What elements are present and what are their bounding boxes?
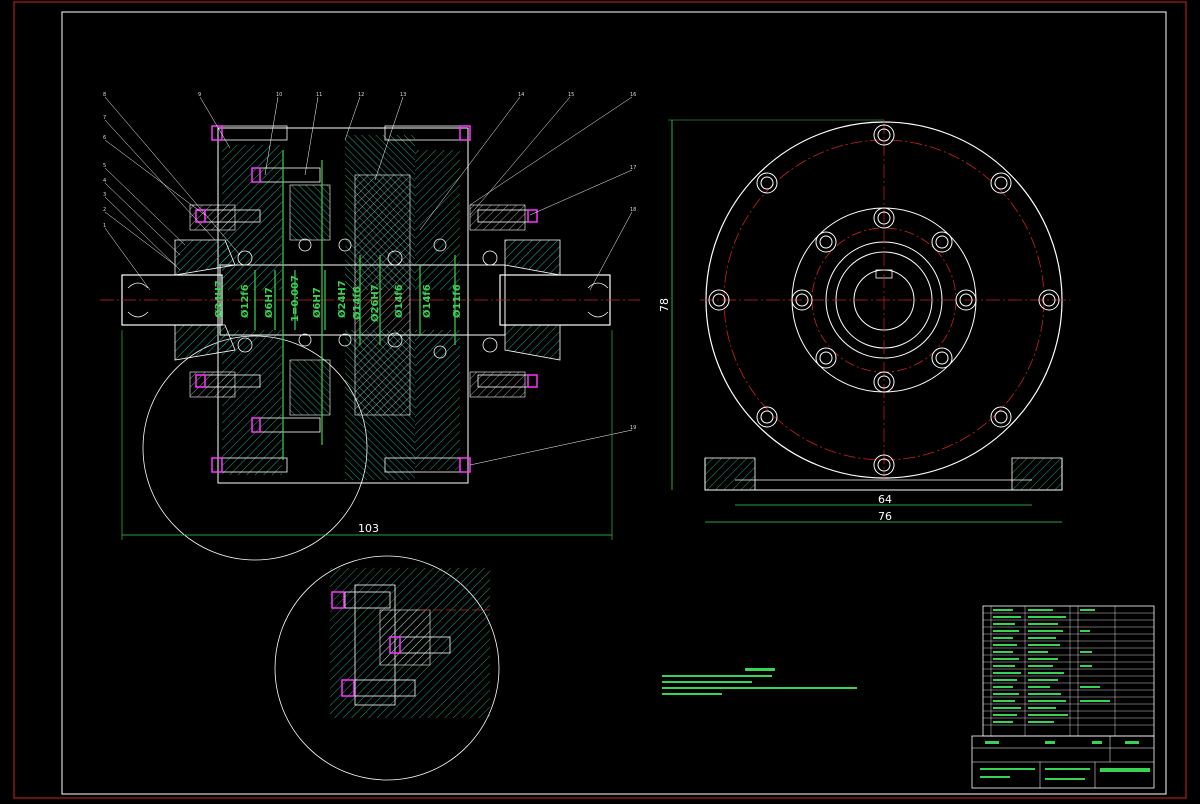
svg-text:13: 13: [400, 92, 406, 98]
svg-text:18: 18: [630, 207, 636, 213]
svg-text:17: 17: [630, 165, 636, 171]
svg-text:12: 12: [358, 92, 364, 98]
dim-height: 78: [658, 298, 671, 312]
shaft-label-1: Ø24H7: [213, 280, 225, 318]
svg-text:8: 8: [103, 92, 106, 98]
svg-text:7: 7: [103, 115, 106, 121]
svg-text:1: 1: [103, 223, 106, 229]
svg-text:11: 11: [316, 92, 322, 98]
shaft-label-2: Ø12f6: [239, 284, 251, 318]
shaft-label-11: Ø11f6: [451, 284, 463, 318]
shaft-label-9: Ø14f6: [393, 284, 405, 318]
svg-text:3: 3: [103, 192, 106, 198]
dim-overall-width: 103: [358, 522, 379, 535]
shaft-label-10: Ø14f6: [421, 284, 433, 318]
svg-text:6: 6: [103, 135, 106, 141]
outer-border: [13, 1, 1187, 799]
end-view: 78 64 76: [658, 119, 1070, 523]
dim-base-outer: 76: [878, 510, 892, 523]
inner-border: [61, 11, 1167, 795]
technical-notes: [662, 668, 857, 695]
svg-text:10: 10: [276, 92, 282, 98]
svg-text:2: 2: [103, 207, 106, 213]
shaft-label-4: 1=0.007: [290, 275, 301, 322]
svg-text:4: 4: [103, 178, 106, 184]
shaft-label-7: Ø14f6: [351, 286, 363, 320]
parts-list: [982, 605, 1155, 737]
shaft-label-5: Ø6H7: [311, 287, 323, 318]
dim-base-inner: 64: [878, 493, 892, 506]
svg-text:5: 5: [103, 163, 106, 169]
svg-text:14: 14: [518, 92, 524, 98]
shaft-label-3: Ø6H7: [263, 287, 275, 318]
detail-view: [274, 555, 500, 781]
title-block: [971, 735, 1155, 789]
shaft-label-6: Ø24H7: [336, 280, 348, 318]
shaft-label-8: Ø26H7: [369, 284, 381, 322]
svg-text:9: 9: [198, 92, 201, 98]
svg-text:19: 19: [630, 425, 636, 431]
svg-text:16: 16: [630, 92, 636, 98]
svg-text:15: 15: [568, 92, 574, 98]
